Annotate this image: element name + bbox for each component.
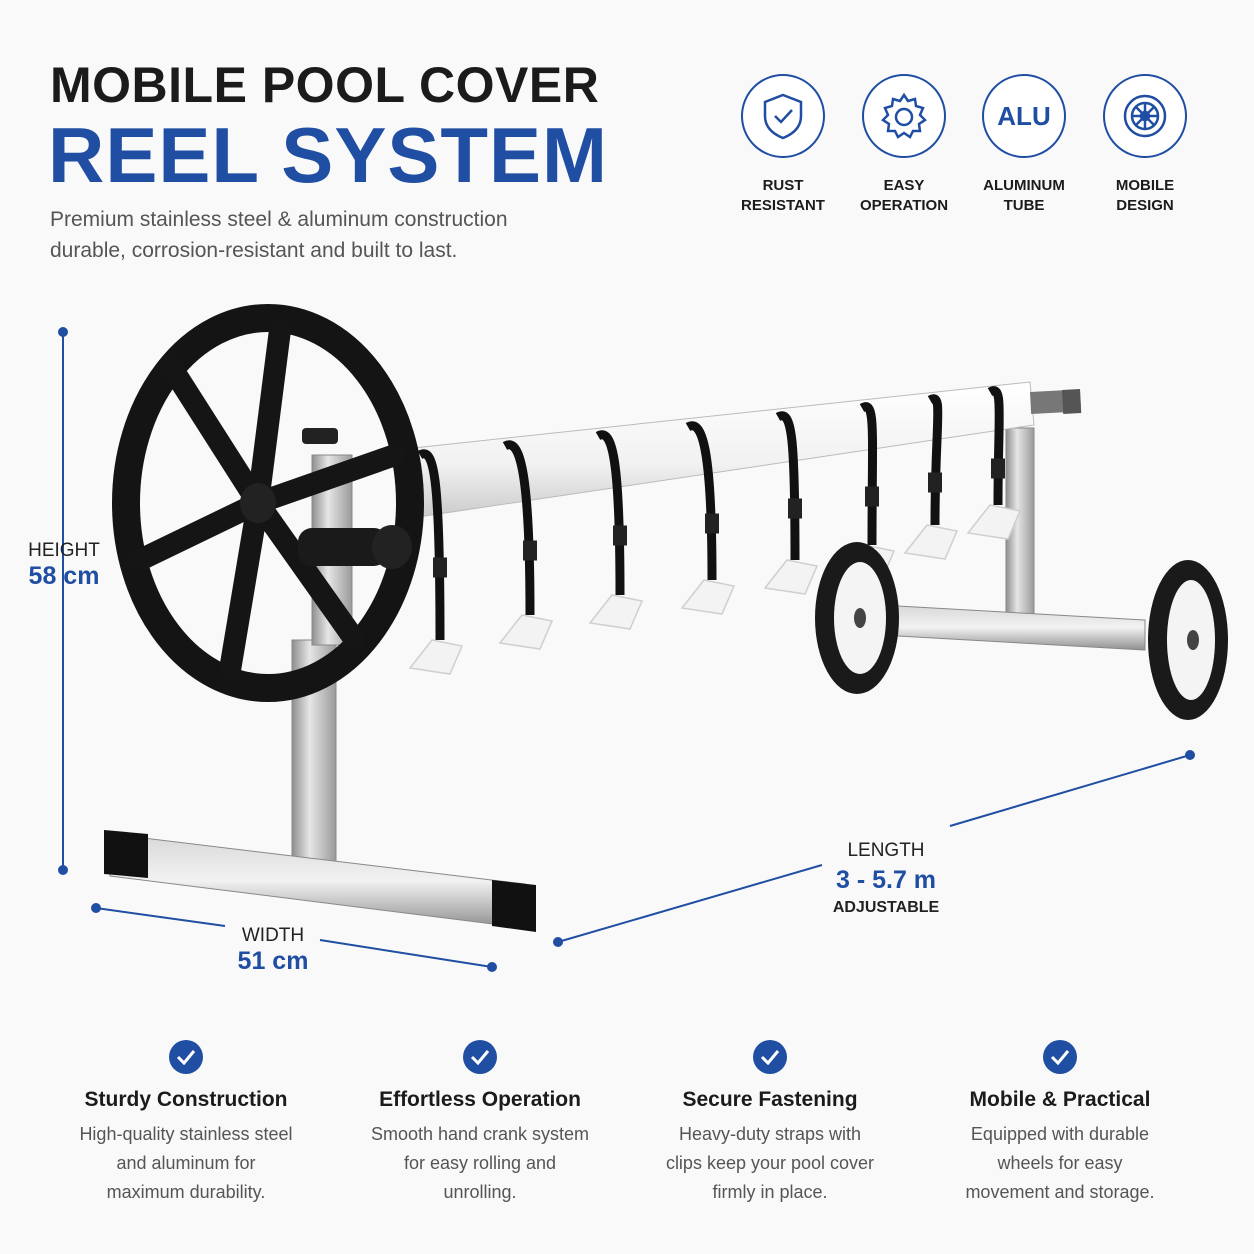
shield-check-icon [741, 74, 825, 158]
front-stand [104, 454, 536, 932]
check-circle-icon [753, 1040, 787, 1074]
alu-text-icon: ALU [982, 74, 1066, 158]
strap-buckle [433, 557, 447, 578]
title-line-2: REEL SYSTEM [48, 111, 609, 199]
feature-label-line-1: RUST [762, 177, 804, 194]
benefit-description: Smooth hand crank system for easy rollin… [350, 1120, 610, 1207]
strap-clip [408, 639, 464, 675]
benefit-description: Equipped with durable wheels for easy mo… [930, 1120, 1190, 1207]
feature-label-line-2: RESISTANT [741, 197, 825, 214]
feature-label-line-1: EASY [883, 177, 925, 194]
benefit-line: Smooth hand crank system [370, 1124, 590, 1144]
feature-label-line-1: MOBILE [1115, 177, 1175, 194]
benefit-title: Effortless Operation [379, 1088, 581, 1111]
benefit-line: High-quality stainless steel [79, 1124, 293, 1144]
benefit-mobile-practical: Mobile & Practical Equipped with durable… [930, 1040, 1190, 1207]
title-line-1: MOBILE POOL COVER [50, 57, 600, 113]
check-circle-icon [169, 1040, 203, 1074]
height-value: 58 cm [28, 562, 100, 590]
strap-buckle [991, 458, 1005, 479]
feature-label-line-2: TUBE [1003, 197, 1045, 214]
strap-clip [903, 524, 959, 560]
feature-label-line-2: OPERATION [859, 197, 949, 214]
benefit-effortless-operation: Effortless Operation Smooth hand crank s… [350, 1040, 610, 1207]
subtitle: Premium stainless steel & aluminum const… [50, 204, 610, 266]
benefit-secure-fastening: Secure Fastening Heavy-duty straps with … [640, 1040, 900, 1207]
width-dimension-line [91, 903, 497, 972]
width-label-group: WIDTH 51 cm [223, 925, 323, 976]
hand-crank-wheel [112, 304, 424, 702]
subtitle-line-2: durable, corrosion-resistant and built t… [50, 239, 458, 262]
strap-clip [966, 504, 1022, 540]
gear-icon [862, 74, 946, 158]
benefit-line: maximum durability. [106, 1182, 266, 1202]
right-rear-wheel [1148, 560, 1228, 720]
width-value: 51 cm [237, 947, 309, 975]
benefit-title: Sturdy Construction [84, 1088, 288, 1111]
strap-buckle [865, 486, 879, 507]
left-rear-wheel [815, 542, 899, 694]
strap-buckle [523, 540, 537, 561]
height-label-group: HEIGHT 58 cm [14, 540, 114, 591]
strap-buckle [613, 525, 627, 546]
feature-aluminum-tube: ALU ALUMINUM TUBE [954, 74, 1094, 216]
feature-easy-operation: EASY OPERATION [834, 74, 974, 216]
benefit-description: High-quality stainless steel and aluminu… [56, 1120, 316, 1207]
wheel-icon [1103, 74, 1187, 158]
benefit-line: for easy rolling and [403, 1153, 557, 1173]
benefit-line: clips keep your pool cover [665, 1153, 875, 1173]
strap-buckle [788, 498, 802, 519]
strap-clip [680, 579, 736, 615]
strap-clip [498, 614, 554, 650]
length-note: ADJUSTABLE [832, 899, 940, 916]
strap [685, 421, 717, 581]
benefit-line: firmly in place. [712, 1182, 828, 1202]
benefit-line: unrolling. [443, 1182, 517, 1202]
benefit-description: Heavy-duty straps with clips keep your p… [640, 1120, 900, 1207]
length-value: 3 - 5.7 m [835, 866, 937, 894]
benefit-sturdy-construction: Sturdy Construction High-quality stainle… [56, 1040, 316, 1207]
length-dimension-line [553, 750, 1195, 947]
subtitle-line-1: Premium stainless steel & aluminum const… [50, 208, 508, 231]
check-circle-icon [1043, 1040, 1077, 1074]
benefit-line: Heavy-duty straps with [678, 1124, 862, 1144]
strap [595, 430, 625, 596]
strap-clip [588, 594, 644, 630]
benefit-line: and aluminum for [116, 1153, 256, 1173]
strap [859, 402, 878, 546]
strap [417, 449, 445, 641]
strap [775, 411, 800, 561]
benefit-line: Equipped with durable [970, 1124, 1150, 1144]
height-label: HEIGHT [28, 540, 100, 561]
length-label: LENGTH [847, 840, 925, 861]
length-label-group: LENGTH 3 - 5.7 m ADJUSTABLE [806, 840, 966, 917]
strap-clip [763, 559, 819, 595]
strap [502, 440, 535, 616]
benefit-title: Mobile & Practical [969, 1088, 1151, 1111]
strap-buckle [928, 472, 942, 493]
width-label: WIDTH [241, 925, 305, 946]
aluminum-tube [394, 381, 1082, 521]
feature-rust-resistant: RUST RESISTANT [713, 74, 853, 216]
benefit-line: wheels for easy [997, 1153, 1123, 1173]
feature-mobile-design: MOBILE DESIGN [1075, 74, 1215, 216]
feature-label-line-1: ALUMINUM [983, 177, 1065, 194]
feature-label-line-2: DESIGN [1116, 197, 1174, 214]
benefit-line: movement and storage. [965, 1182, 1155, 1202]
check-circle-icon [463, 1040, 497, 1074]
benefit-title: Secure Fastening [682, 1088, 858, 1111]
strap-buckle [705, 513, 719, 534]
height-dimension-line [58, 327, 68, 875]
